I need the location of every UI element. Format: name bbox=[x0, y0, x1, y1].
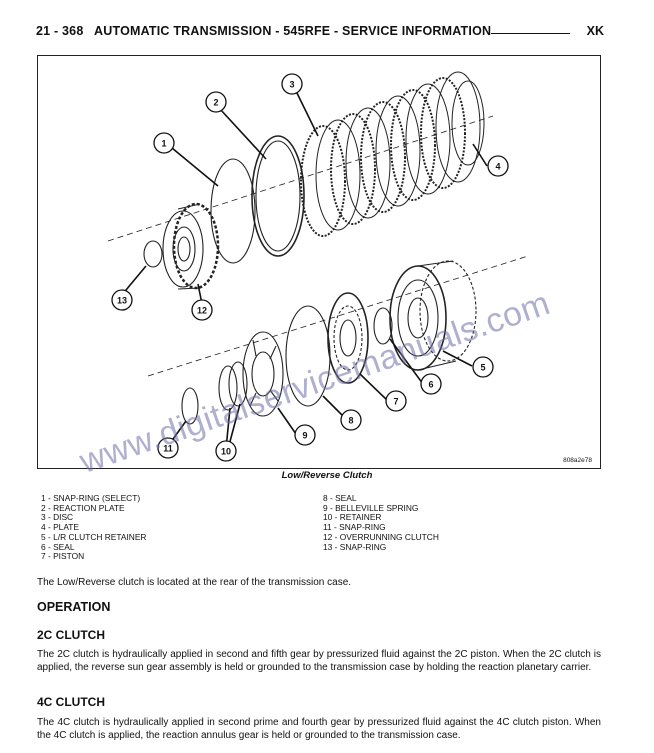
legend-item: 8 - SEAL bbox=[323, 493, 357, 503]
callout-11-label: 11 bbox=[163, 444, 173, 454]
diagram-drawing: 1 2 3 4 5 6 7 8 9 10 11 12 13 bbox=[107, 71, 529, 462]
callout-4-label: 4 bbox=[495, 162, 500, 172]
callout-4 bbox=[487, 155, 509, 177]
callout-3 bbox=[281, 73, 303, 95]
part-1-snap-ring bbox=[210, 158, 256, 264]
legend-item: 5 - L/R CLUTCH RETAINER bbox=[41, 531, 147, 542]
part-5-lr-clutch-retainer bbox=[389, 260, 477, 371]
part-8-seal bbox=[285, 305, 331, 407]
legend-item: 13 - SNAP-RING bbox=[323, 541, 387, 552]
part-7-piston bbox=[327, 292, 369, 384]
legend-item: 3 - DISC bbox=[41, 512, 74, 523]
part-9-belleville-spring bbox=[242, 331, 284, 417]
legend-right: 8 - SEAL 9 - BELLEVILLE SPRING 10 - RETA… bbox=[323, 493, 439, 552]
callout-7-label: 7 bbox=[393, 397, 398, 407]
part-11-snap-ring bbox=[181, 387, 199, 425]
legend-item: 10 - RETAINER bbox=[323, 512, 382, 523]
callout-6 bbox=[420, 373, 442, 395]
figure-code: 808a2e78 bbox=[563, 457, 592, 464]
part-2-reaction-plate bbox=[251, 135, 305, 257]
legend-item: 6 - SEAL bbox=[41, 541, 75, 552]
callout-6-label: 6 bbox=[428, 380, 433, 390]
part-3-4-clutch-pack bbox=[300, 71, 485, 237]
figure-caption: Low/Reverse Clutch bbox=[281, 470, 373, 481]
callout-5 bbox=[472, 356, 494, 378]
section-text-2c: The 2C clutch is hydraulically applied i… bbox=[37, 649, 601, 674]
callout-13 bbox=[111, 289, 133, 311]
header-rule bbox=[491, 33, 570, 34]
header-title: 21 - 368 AUTOMATIC TRANSMISSION - 545RFE… bbox=[36, 24, 492, 38]
callout-2-label: 2 bbox=[213, 98, 218, 108]
legend-left: 1 - SNAP-RING (SELECT) 2 - REACTION PLAT… bbox=[41, 493, 147, 562]
exploded-diagram: 1 2 3 4 5 6 7 8 9 10 11 12 13 808a2e78 bbox=[37, 55, 601, 469]
callout-2 bbox=[205, 91, 227, 113]
part-12-overrunning-clutch bbox=[162, 202, 220, 290]
callout-5-label: 5 bbox=[480, 363, 485, 373]
legend-item: 1 - SNAP-RING (SELECT) bbox=[41, 493, 141, 503]
callout-13-label: 13 bbox=[117, 296, 127, 306]
operation-heading: OPERATION bbox=[37, 600, 111, 614]
section-text-4c: The 4C clutch is hydraulically applied i… bbox=[37, 717, 601, 742]
section-heading-4c: 4C CLUTCH bbox=[37, 695, 105, 709]
callout-11 bbox=[157, 437, 179, 459]
legend-item: 7 - PISTON bbox=[41, 551, 85, 562]
callout-10 bbox=[215, 440, 237, 462]
callout-1 bbox=[153, 132, 175, 154]
part-6-seal bbox=[373, 307, 393, 345]
callout-9-label: 9 bbox=[302, 431, 307, 441]
callout-9 bbox=[294, 424, 316, 446]
callout-1-label: 1 bbox=[161, 139, 166, 149]
callout-8-label: 8 bbox=[348, 416, 353, 426]
callout-7 bbox=[385, 390, 407, 412]
header-section-code: XK bbox=[586, 24, 604, 38]
legend-item: 2 - REACTION PLATE bbox=[41, 502, 125, 513]
legend-item: 11 - SNAP-RING bbox=[323, 522, 386, 533]
part-10-retainer bbox=[218, 361, 248, 411]
legend-item: 9 - BELLEVILLE SPRING bbox=[323, 502, 419, 513]
callout-12 bbox=[191, 299, 213, 321]
part-13-snap-ring bbox=[143, 240, 163, 268]
callout-8 bbox=[340, 409, 362, 431]
section-heading-2c: 2C CLUTCH bbox=[37, 628, 105, 642]
legend-item: 4 - PLATE bbox=[41, 522, 80, 533]
intro-paragraph: The Low/Reverse clutch is located at the… bbox=[37, 577, 352, 588]
page-header: 21 - 368 AUTOMATIC TRANSMISSION - 545RFE… bbox=[36, 24, 604, 42]
callout-12-label: 12 bbox=[197, 306, 207, 316]
callout-3-label: 3 bbox=[289, 80, 294, 90]
callout-10-label: 10 bbox=[221, 447, 231, 457]
legend-item: 12 - OVERRUNNING CLUTCH bbox=[323, 531, 439, 542]
